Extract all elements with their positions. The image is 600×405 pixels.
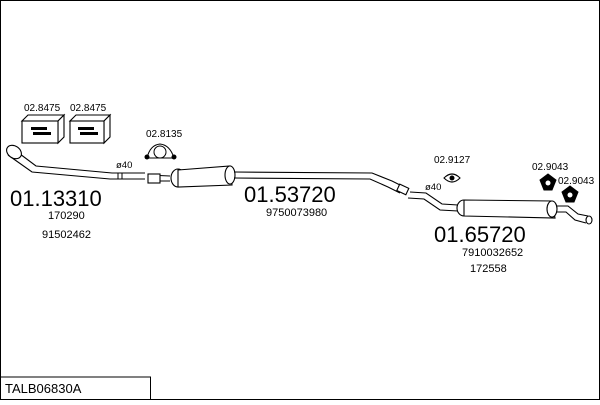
- clamp-code-2: 02.8475: [70, 103, 107, 114]
- gasket-code: 02.8135: [146, 129, 183, 140]
- mount-code-1: 02.9043: [532, 162, 569, 173]
- hanger[interactable]: [443, 173, 461, 183]
- clamp-box-1[interactable]: [20, 113, 66, 145]
- centre-silencer[interactable]: [147, 165, 410, 196]
- part-ref-3b: 172558: [470, 263, 507, 275]
- diagram-code: TALB06830A: [5, 381, 82, 396]
- gasket[interactable]: [144, 143, 177, 160]
- rear-silencer[interactable]: [407, 191, 593, 225]
- part-ref-1a: 170290: [48, 210, 85, 222]
- clamp-code-1: 02.8475: [24, 103, 61, 114]
- part-number-1: 01.13310: [10, 186, 102, 211]
- part-number-2: 01.53720: [244, 182, 336, 207]
- rubber-mount-1[interactable]: [539, 173, 557, 191]
- hanger-code: 02.9127: [434, 155, 471, 166]
- diameter-label-2: ø40: [425, 182, 441, 193]
- rubber-mount-2[interactable]: [561, 185, 579, 203]
- clamp-box-2[interactable]: [68, 113, 112, 145]
- part-ref-2a: 9750073980: [266, 207, 327, 219]
- part-ref-3a: 7910032652: [462, 247, 523, 259]
- part-number-3: 01.65720: [434, 222, 526, 247]
- front-pipe[interactable]: [4, 142, 145, 180]
- mount-code-2: 02.9043: [558, 176, 595, 187]
- diameter-label-1: ø40: [116, 160, 132, 171]
- part-ref-1b: 91502462: [42, 229, 91, 241]
